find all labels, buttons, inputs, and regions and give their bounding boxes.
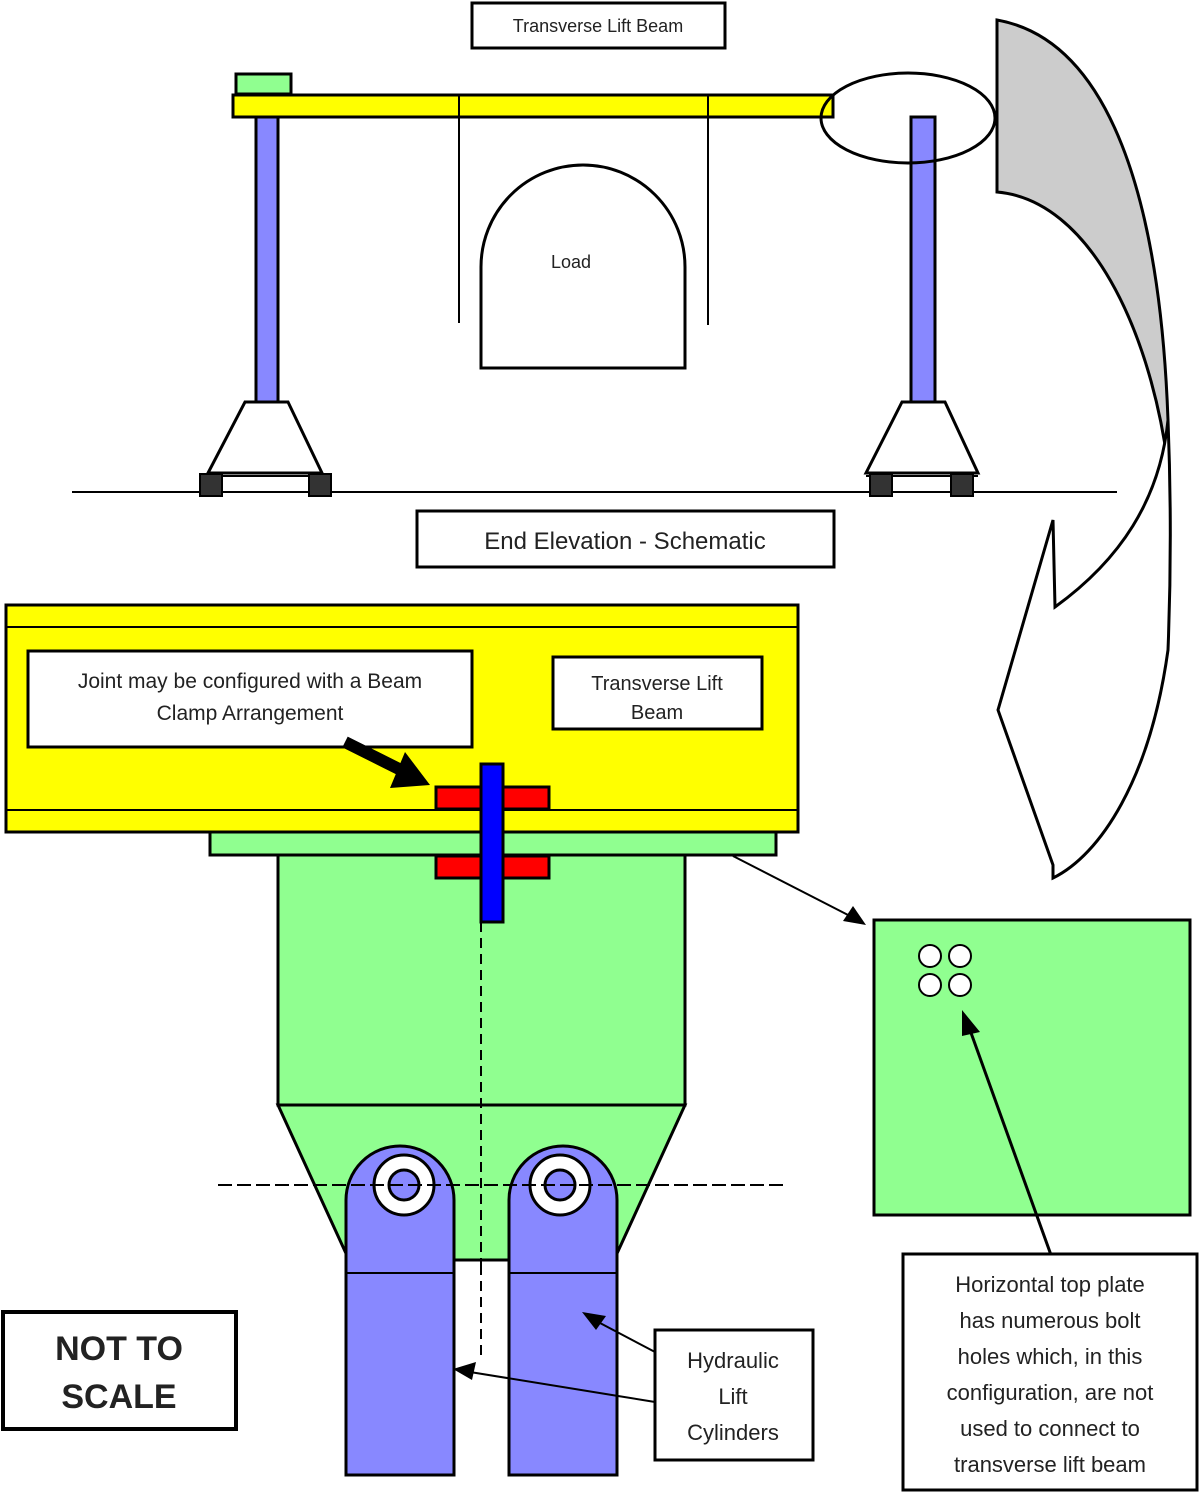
bolt-hole bbox=[948, 944, 972, 968]
svg-text:Horizontal top plate: Horizontal top plate bbox=[955, 1272, 1145, 1297]
svg-text:NOT TO: NOT TO bbox=[55, 1330, 183, 1368]
top-plate-block bbox=[234, 72, 293, 96]
svg-text:SCALE: SCALE bbox=[61, 1378, 176, 1416]
right-leg bbox=[909, 115, 937, 404]
view-caption-box: End Elevation - Schematic bbox=[415, 509, 836, 569]
bolt-hole bbox=[918, 973, 942, 997]
bolt-hole bbox=[948, 973, 972, 997]
bolt-hole bbox=[918, 944, 942, 968]
detail-view: Joint may be configured with a Beam Clam… bbox=[1, 603, 1199, 1492]
right-foot bbox=[863, 400, 981, 497]
title-box: Transverse Lift Beam bbox=[470, 1, 727, 50]
cylinders-callout-arrows bbox=[453, 1312, 656, 1403]
svg-text:Transverse Lift: Transverse Lift bbox=[591, 673, 723, 695]
bolt-holes bbox=[918, 944, 972, 997]
wheel bbox=[199, 473, 223, 497]
cylinders-label-box: Hydraulic Lift Cylinders bbox=[653, 1328, 815, 1462]
right-hydraulic-cylinder bbox=[507, 1144, 619, 1477]
svg-text:has numerous bolt: has numerous bolt bbox=[960, 1308, 1141, 1333]
beam-clamp-note: Joint may be configured with a Beam Clam… bbox=[26, 649, 474, 749]
left-leg bbox=[254, 115, 280, 404]
top-plate-plan bbox=[872, 918, 1192, 1256]
detail-highlight-ellipse bbox=[819, 71, 997, 165]
svg-text:Clamp Arrangement: Clamp Arrangement bbox=[157, 702, 344, 725]
plate-callout-arrow bbox=[732, 855, 866, 925]
wheel bbox=[950, 473, 974, 497]
svg-text:configuration, are not: configuration, are not bbox=[947, 1380, 1154, 1405]
beam-label-box: Transverse Lift Beam bbox=[551, 655, 764, 731]
load-label: Load bbox=[551, 252, 591, 272]
end-elevation-schematic: Transverse Lift Beam Load bbox=[72, 1, 1117, 569]
svg-text:Cylinders: Cylinders bbox=[687, 1420, 779, 1445]
title-label: Transverse Lift Beam bbox=[513, 16, 683, 36]
top-plate-note: Horizontal top plate has numerous bolt h… bbox=[901, 1252, 1199, 1492]
svg-text:Lift: Lift bbox=[718, 1384, 747, 1409]
svg-text:Joint may be configured with a: Joint may be configured with a Beam bbox=[78, 670, 422, 693]
svg-text:Hydraulic: Hydraulic bbox=[687, 1348, 779, 1373]
view-caption: End Elevation - Schematic bbox=[484, 528, 765, 555]
svg-text:transverse lift beam: transverse lift beam bbox=[954, 1452, 1146, 1477]
zoom-curved-arrow bbox=[995, 18, 1172, 881]
left-foot bbox=[199, 400, 332, 497]
left-hydraulic-cylinder bbox=[344, 1144, 456, 1477]
svg-text:used to connect to: used to connect to bbox=[960, 1416, 1140, 1441]
load: Load bbox=[479, 163, 687, 370]
clamp-callout-arrow bbox=[342, 736, 430, 788]
svg-text:holes which, in this: holes which, in this bbox=[958, 1344, 1143, 1369]
not-to-scale-box: NOT TO SCALE bbox=[1, 1310, 238, 1431]
clamp-bolt bbox=[479, 762, 505, 924]
transverse-beam bbox=[231, 93, 835, 119]
svg-text:Beam: Beam bbox=[631, 702, 683, 724]
wheel bbox=[308, 473, 332, 497]
wheel bbox=[869, 473, 893, 497]
